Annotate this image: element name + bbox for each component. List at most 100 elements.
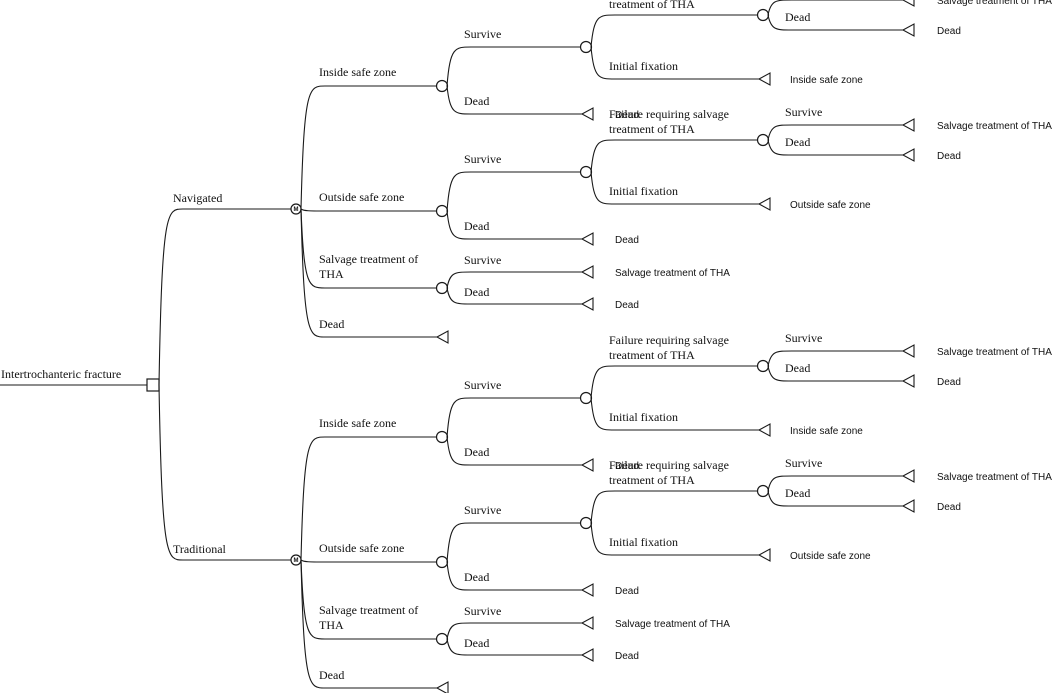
terminal-label: Dead xyxy=(937,26,961,37)
terminal-node xyxy=(580,232,594,246)
survive-label: Survive xyxy=(785,456,822,470)
state-label: Dead xyxy=(319,668,344,682)
state-label: Inside safe zone xyxy=(319,416,396,430)
strategy-label: Traditional xyxy=(173,542,227,556)
markov-node-symbol: M xyxy=(294,207,299,213)
terminal-node xyxy=(435,330,449,344)
chance-node xyxy=(756,359,770,373)
failure-dead-branch xyxy=(767,490,903,507)
chance-node xyxy=(579,165,593,179)
strategy-branch xyxy=(158,208,291,386)
state-branch xyxy=(300,85,437,210)
dead-branch xyxy=(446,210,582,240)
terminal-label: Dead xyxy=(615,586,639,597)
state-branch xyxy=(300,208,437,212)
terminal-node xyxy=(580,648,594,662)
terminal-node xyxy=(757,423,771,437)
terminal-node xyxy=(901,469,915,483)
survive-label: Survive xyxy=(464,604,501,618)
survive-branch xyxy=(446,46,581,87)
dead-label: Dead xyxy=(464,570,489,584)
chance-node xyxy=(579,516,593,530)
survive-label: Survive xyxy=(464,378,501,392)
terminal-label: Salvage treatment of THA xyxy=(937,121,1052,132)
state-label: Inside safe zone xyxy=(319,65,396,79)
terminal-node xyxy=(901,118,915,132)
markov-node-symbol: M xyxy=(294,558,299,564)
survive-label: Survive xyxy=(464,27,501,41)
failure-survive-branch xyxy=(767,0,903,16)
chance-node xyxy=(756,8,770,22)
state-branch xyxy=(300,208,437,338)
dead-label: Dead xyxy=(785,135,810,149)
state-label: Outside safe zone xyxy=(319,541,404,555)
survive-label: Survive xyxy=(785,105,822,119)
terminal-label: Dead xyxy=(937,377,961,388)
chance-node xyxy=(579,40,593,54)
initial-fixation-label: Initial fixation xyxy=(609,184,678,198)
failure-dead-branch xyxy=(767,139,903,156)
survive-label: Survive xyxy=(785,331,822,345)
initial-fixation-branch xyxy=(590,46,759,80)
terminal-node xyxy=(580,458,594,472)
survive-branch xyxy=(446,171,581,212)
chance-node xyxy=(435,79,449,93)
terminal-node xyxy=(901,344,915,358)
terminal-label: Salvage treatment of THA xyxy=(937,0,1052,7)
terminal-label: Salvage treatment of THA xyxy=(937,347,1052,358)
dead-label: Dead xyxy=(785,10,810,24)
decision-node xyxy=(146,378,160,392)
terminal-node xyxy=(435,681,449,693)
initial-fixation-label: Initial fixation xyxy=(609,410,678,424)
dead-label: Dead xyxy=(464,285,489,299)
chance-node xyxy=(756,133,770,147)
terminal-node xyxy=(901,148,915,162)
survive-branch xyxy=(446,397,581,438)
terminal-label: Dead xyxy=(615,110,639,121)
failure-survive-branch xyxy=(767,350,903,367)
failure-survive-branch xyxy=(767,124,903,141)
terminal-node xyxy=(580,265,594,279)
terminal-node xyxy=(757,72,771,86)
chance-node xyxy=(435,430,449,444)
dead-label: Dead xyxy=(785,486,810,500)
state-branch xyxy=(300,559,437,563)
terminal-label: Inside safe zone xyxy=(790,426,863,437)
initial-fixation-branch xyxy=(590,171,759,205)
strategy-label: Navigated xyxy=(173,191,222,205)
initial-fixation-label: Initial fixation xyxy=(609,59,678,73)
terminal-label: Salvage treatment of THA xyxy=(937,472,1052,483)
terminal-label: Salvage treatment of THA xyxy=(615,619,730,630)
dead-label: Dead xyxy=(464,94,489,108)
dead-branch xyxy=(446,85,582,115)
dead-branch xyxy=(446,436,582,466)
state-branch xyxy=(300,559,437,689)
terminal-node xyxy=(580,297,594,311)
terminal-label: Dead xyxy=(615,235,639,246)
terminal-node xyxy=(580,616,594,630)
chance-node xyxy=(435,281,449,295)
initial-fixation-branch xyxy=(590,397,759,431)
terminal-node xyxy=(757,548,771,562)
terminal-label: Salvage treatment of THA xyxy=(615,268,730,279)
terminal-label: Dead xyxy=(615,461,639,472)
initial-fixation-label: Initial fixation xyxy=(609,535,678,549)
terminal-label: Dead xyxy=(937,151,961,162)
survive-label: Survive xyxy=(464,253,501,267)
state-branch xyxy=(300,436,437,561)
survive-label: Survive xyxy=(464,503,501,517)
strategy-branch xyxy=(158,384,291,561)
dead-label: Dead xyxy=(464,636,489,650)
terminal-node xyxy=(580,107,594,121)
root-label: Intertrochanteric fracture xyxy=(1,367,121,381)
failure-dead-branch xyxy=(767,365,903,382)
failure-branch xyxy=(590,490,758,524)
dead-label: Dead xyxy=(464,445,489,459)
